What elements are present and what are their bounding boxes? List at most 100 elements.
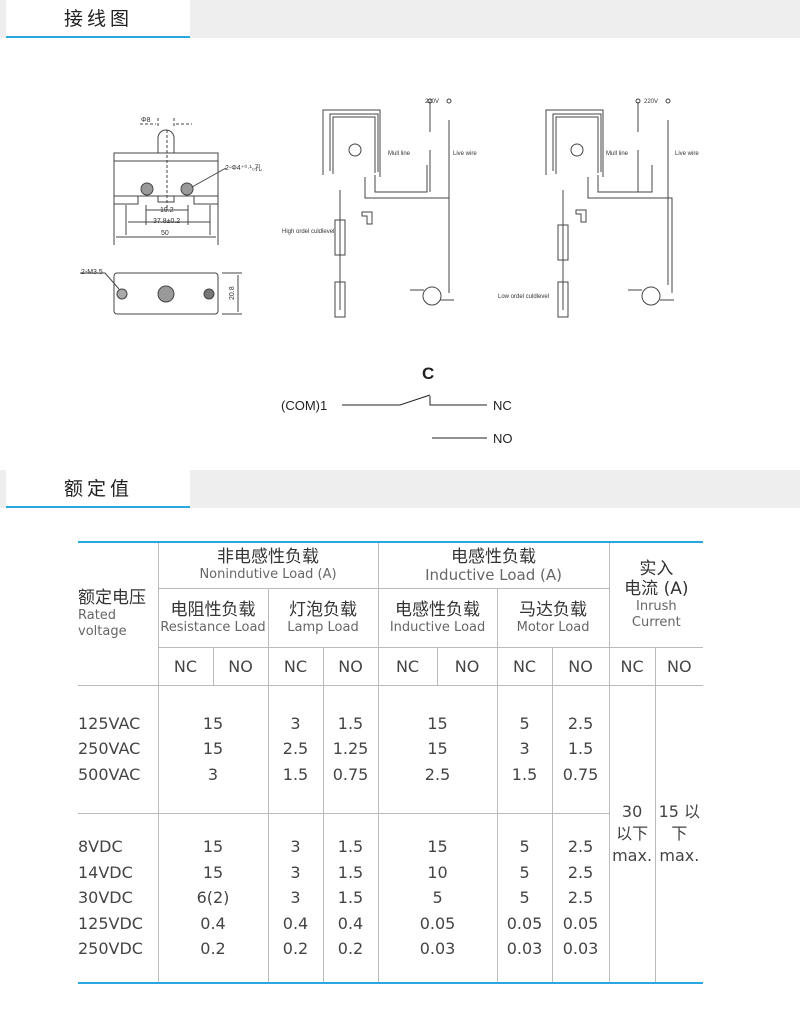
dim-19-2: 19.2 [160,207,174,214]
table-value: 1.5 [337,862,364,882]
nc-header: NC [496,646,553,686]
table-value: 500VAC [78,764,141,784]
table-value: 0.03 [419,939,456,958]
dim-50: 50 [161,230,169,237]
wiring-diagrams: Φ8 2-Φ4⁺⁰·¹₀孔 19.2 37.8±0.2 50 2-M3.5 20… [80,98,699,446]
inrush-header: 实入电流 (A)Inrush Current [608,541,704,648]
table-value: max. [612,845,653,865]
circuit-low-level: 220V Mull line Live wire Low ordel culdl… [498,98,699,318]
table-value: 15 [427,739,448,759]
table-value: 3 [519,739,530,759]
level-label: High ordel culdlevel [282,229,334,235]
dc-inductive: 15 10 5 0.05 0.03 [377,812,498,984]
table-value: 1.5 [567,739,594,759]
table-value: 1.5 [511,764,538,784]
table-value: 2.5 [567,837,594,856]
contact-schematic: C (COM)1 NC NO [281,364,513,446]
table-value: 0.05 [419,913,456,933]
table-value: 0.4 [282,913,309,933]
ac-lamp-nc: 3 2.5 1.5 [267,684,324,814]
ac-motor-no: 2.5 1.5 0.75 [551,684,610,814]
table-value: 125VDC [78,913,143,933]
nc-header: NC [377,646,438,686]
table-value: 2.5 [282,739,309,759]
table-value: 6(2) [196,888,230,907]
no-header: NO [551,646,610,686]
table-value: 0.03 [562,939,599,958]
table-value: 0.05 [506,913,543,933]
table-value: 250VDC [78,939,143,958]
com-label: (COM)1 [281,398,327,413]
table-value: 15 [427,713,448,733]
table-value: 15 以 [658,801,701,821]
dc-lamp-no: 1.5 1.5 1.5 0.4 0.2 [322,812,379,984]
circuit-high-level: 220V Mull line Live wire High ordel culd… [282,98,477,318]
table-value: 15 [202,713,224,733]
table-value: 0.75 [562,764,599,784]
voltage-label: 220V [425,99,439,105]
section-title: 额定值 [6,470,190,508]
table-value: 15 [427,837,448,856]
table-value: 5 [519,713,530,733]
table-value: 0.4 [200,913,226,933]
table-value: 以下 [616,823,649,843]
table-value: 15 [202,837,224,856]
nc-label: NC [493,398,512,413]
section-header-rating: 额定值 [0,470,800,508]
level-label: Low ordel culdlevel [498,294,549,300]
table-value: 0.2 [282,939,309,958]
no-label: NO [493,431,513,446]
table-value: 3 [290,713,301,733]
table-value: 0.2 [200,939,226,958]
table-value: 1.5 [337,888,364,907]
table-value: 1.5 [337,837,364,856]
table-value: 5 [432,888,443,907]
table-value: 10 [427,862,448,882]
live-wire-label: Live wire [675,151,699,157]
nc-header: NC [158,646,214,686]
ac-inductive: 15 15 2.5 [377,684,498,814]
table-value: 15 [202,862,224,882]
nc-header: NC [608,646,656,686]
voltage-label: 220V [644,99,658,105]
table-value: 30VDC [78,888,133,907]
table-value: 下 [671,823,688,843]
table-value: 5 [519,888,530,907]
table-value: 3 [290,888,301,907]
table-value: 0.4 [337,913,364,933]
table-value: 2.5 [424,764,451,784]
section-header-wiring: 接线图 [0,0,800,38]
dim-phi8: Φ8 [141,117,151,124]
dim-20-8: 20.8 [229,286,236,300]
dim-m35: 2-M3.5 [81,269,103,276]
table-value: 14VDC [78,862,133,882]
no-header: NO [654,646,704,686]
table-value: 1.5 [282,764,309,784]
common-label: C [422,364,434,383]
table-value: 2.5 [567,713,594,733]
mull-line-label: Mull line [388,151,411,157]
table-value: 0.75 [332,764,369,784]
table-value: 0.05 [562,913,599,933]
table-value: 3 [207,764,219,784]
table-value: max. [659,845,700,865]
section-title: 接线图 [6,0,190,38]
table-value: 0.2 [337,939,364,958]
